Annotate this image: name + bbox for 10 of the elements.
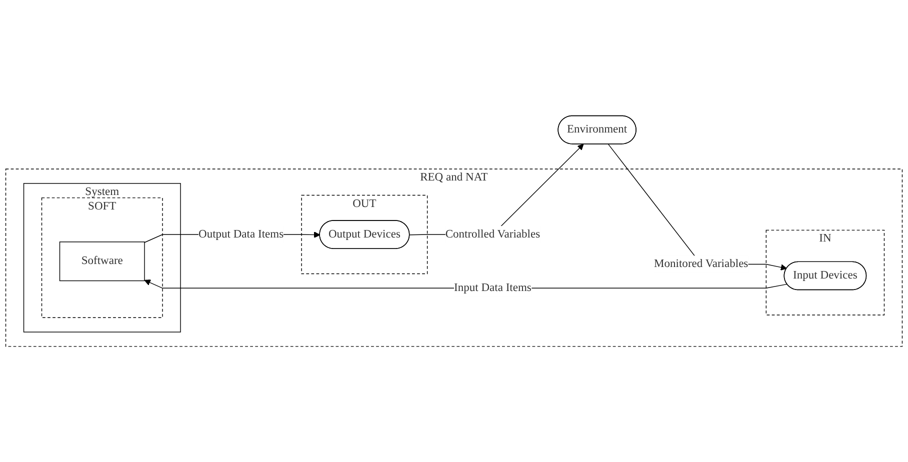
cluster bbox=[23, 182, 181, 332]
edge-label: Monitored Variables bbox=[654, 258, 748, 270]
node-box bbox=[59, 241, 145, 282]
edge-label: Input Data Items bbox=[454, 282, 532, 294]
cluster bbox=[766, 230, 885, 316]
edge-label: Output Data Items bbox=[198, 228, 284, 240]
edge-label: Controlled Variables bbox=[445, 228, 540, 240]
cluster bbox=[41, 197, 163, 318]
cluster bbox=[5, 168, 903, 347]
cluster bbox=[301, 194, 428, 274]
